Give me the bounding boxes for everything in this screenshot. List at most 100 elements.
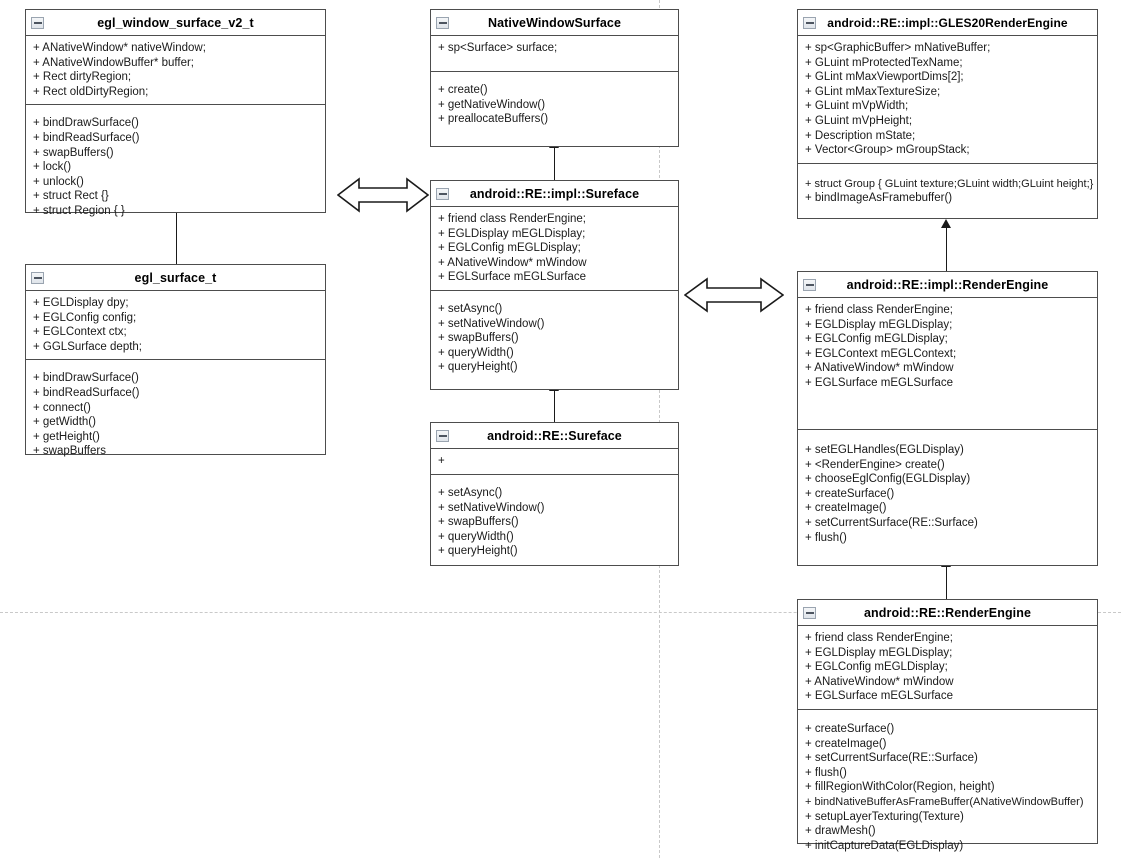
attribute-row: + EGLDisplay dpy; [33,297,129,309]
attribute-row: + ANativeWindow* nativeWindow; [33,42,206,54]
operation-row: + struct Rect {} [33,190,109,203]
connector-line-implsureface-to-nativewindowsurface [554,147,555,180]
operations-compartment: + setAsync() + setNativeWindow() + swapB… [431,291,678,380]
class-box-egl-window-surface-v2-t[interactable]: egl_window_surface_v2_t + ANativeWindow*… [25,9,326,217]
operation-row: + bindReadSurface() [33,131,140,144]
connector-line-implrenderengine-to-gles20 [946,227,947,271]
collapse-icon[interactable] [436,429,449,442]
operation-row: + fillRegionWithColor(Region, height) [805,781,995,794]
class-box-android-re-impl-renderengine[interactable]: android::RE::impl::RenderEngine + friend… [797,271,1098,566]
operation-row: + bindDrawSurface() [33,372,139,385]
attribute-row: + GGLSurface depth; [33,340,142,353]
operation-row: + flush() [805,531,847,544]
attribute-row: + Rect oldDirtyRegion; [33,85,149,98]
operation-row: + swapBuffers [33,445,106,458]
class-header: android::RE::impl::RenderEngine [798,272,1097,298]
operation-row: + queryHeight() [438,545,518,558]
operation-row: + setupLayerTexturing(Texture) [805,810,964,823]
attribute-row: + sp<Surface> surface; [438,42,558,54]
collapse-icon[interactable] [31,16,44,29]
operation-row: + setAsync() [438,487,503,499]
collapse-icon[interactable] [803,606,816,619]
attribute-row: + EGLDisplay mEGLDisplay; [805,318,953,331]
attribute-row: + friend class RenderEngine; [438,213,586,225]
attribute-row: + EGLConfig mEGLDisplay; [805,661,948,674]
attribute-row: + Description mState; [805,129,916,142]
operation-row: + struct Group { GLuint texture;GLuint w… [805,177,1094,190]
attribute-row: + ANativeWindowBuffer* buffer; [33,56,194,69]
class-header: NativeWindowSurface [431,10,678,36]
class-box-android-re-impl-sureface[interactable]: android::RE::impl::Sureface + friend cla… [430,180,679,390]
association-arrow-left [337,173,429,217]
operations-compartment: + bindDrawSurface() + bindReadSurface() … [26,360,325,464]
operation-row: + createImage() [805,737,887,750]
attribute-row: + GLint mMaxViewportDims[2]; [805,71,964,84]
class-header: android::RE::impl::GLES20RenderEngine [798,10,1097,36]
association-arrow-right [684,273,784,317]
operation-row: + initCaptureData(EGLDisplay) [805,839,964,852]
operation-row: + chooseEglConfig(EGLDisplay) [805,473,971,486]
class-box-android-re-impl-gles20renderengine[interactable]: android::RE::impl::GLES20RenderEngine + … [797,9,1098,219]
operations-compartment: + setEGLHandles(EGLDisplay) + <RenderEng… [798,430,1097,550]
attributes-compartment: + sp<GraphicBuffer> mNativeBuffer; + GLu… [798,36,1097,164]
operation-row: + setCurrentSurface(RE::Surface) [805,516,978,529]
attribute-row: + Rect dirtyRegion; [33,71,132,84]
attribute-row: + [438,455,445,467]
operation-row: + queryHeight() [438,361,518,374]
operation-row: + unlock() [33,175,84,188]
collapse-icon[interactable] [436,187,449,200]
attribute-row: + EGLDisplay mEGLDisplay; [805,646,953,659]
operations-compartment: + setAsync() + setNativeWindow() + swapB… [431,475,678,564]
attribute-row: + ANativeWindow* mWindow [805,675,954,688]
arrowhead-implrenderengine-to-gles20 [941,219,951,228]
operation-row: + swapBuffers() [33,146,114,159]
attribute-row: + EGLConfig mEGLDisplay; [438,242,581,255]
operation-row: + bindImageAsFramebuffer() [805,192,953,205]
class-box-android-re-sureface[interactable]: android::RE::Sureface + + setAsync() + s… [430,422,679,566]
operation-row: + create() [438,84,488,96]
attributes-compartment: + [431,449,678,475]
connector-line-rerenderengine-to-implrenderengine [946,566,947,599]
class-title: egl_surface_t [134,270,217,285]
attribute-row: + ANativeWindow* mWindow [805,362,954,375]
attribute-row: + EGLConfig mEGLDisplay; [805,333,948,346]
operation-row: + lock() [33,161,72,174]
operation-row: + createImage() [805,502,887,515]
operation-row: + setEGLHandles(EGLDisplay) [805,444,964,456]
attributes-compartment: + friend class RenderEngine; + EGLDispla… [798,298,1097,430]
operation-row: + bindNativeBufferAsFrameBuffer(ANativeW… [805,795,1084,808]
operation-row: + setCurrentSurface(RE::Surface) [805,752,978,765]
operations-compartment: + bindDrawSurface() + bindReadSurface() … [26,105,325,223]
class-header: egl_surface_t [26,265,325,291]
class-header: egl_window_surface_v2_t [26,10,325,36]
operation-row: + setAsync() [438,302,503,315]
class-box-android-re-renderengine[interactable]: android::RE::RenderEngine + friend class… [797,599,1098,852]
operation-row: + queryWidth() [438,530,514,543]
class-box-egl-surface-t[interactable]: egl_surface_t + EGLDisplay dpy; + EGLCon… [25,264,326,457]
operation-row: + struct Region { } [33,204,125,217]
connector-line-eglsurface-to-eglwindowsurface [176,212,177,264]
operation-row: + preallocateBuffers() [438,113,549,126]
attributes-compartment: + EGLDisplay dpy; + EGLConfig config; + … [26,291,325,361]
collapse-icon[interactable] [31,271,44,284]
attribute-row: + EGLContext mEGLContext; [805,347,957,360]
class-header: android::RE::impl::Sureface [431,181,678,207]
operation-row: + getNativeWindow() [438,98,546,111]
attribute-row: + GLuint mVpWidth; [805,100,909,113]
class-title: egl_window_surface_v2_t [97,15,254,30]
class-box-native-window-surface[interactable]: NativeWindowSurface + sp<Surface> surfac… [430,9,679,147]
operation-row: + createSurface() [805,722,895,735]
collapse-icon[interactable] [803,278,816,291]
class-title: android::RE::Sureface [487,428,622,443]
attribute-row: + EGLContext ctx; [33,326,127,339]
collapse-icon[interactable] [803,16,816,29]
class-title: android::RE::impl::Sureface [469,186,640,201]
collapse-icon[interactable] [436,16,449,29]
class-title: android::RE::RenderEngine [863,605,1032,620]
class-header: android::RE::Sureface [431,423,678,449]
operation-row: + setNativeWindow() [438,501,545,514]
attributes-compartment: + friend class RenderEngine; + EGLDispla… [798,626,1097,710]
operation-row: + queryWidth() [438,346,514,359]
operation-row: + setNativeWindow() [438,317,545,330]
